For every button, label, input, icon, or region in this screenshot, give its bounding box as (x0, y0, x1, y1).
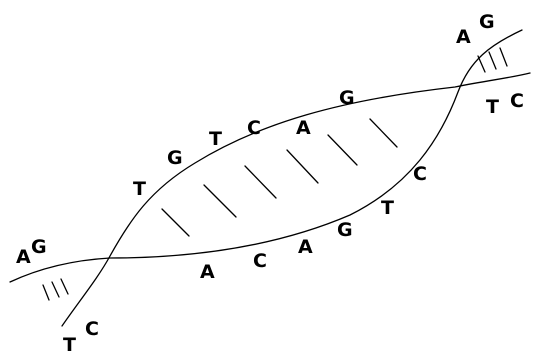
base-label: G (31, 236, 47, 258)
base-pair-rung (245, 166, 276, 198)
base-label: C (510, 90, 524, 112)
base-pair-rung (162, 209, 189, 236)
base-pair-rung (204, 185, 236, 217)
base-label: C (247, 117, 261, 139)
base-pair-rung (500, 48, 507, 66)
base-label: G (337, 219, 353, 241)
base-label: C (85, 318, 99, 340)
base-label: C (253, 250, 267, 272)
base-label: A (16, 246, 31, 268)
base-label: T (63, 334, 76, 356)
base-label: G (479, 11, 495, 33)
base-label: T (133, 178, 146, 200)
base-label: A (456, 26, 471, 48)
base-pair-rung (61, 279, 68, 294)
strand-b (10, 30, 522, 282)
base-label: A (298, 236, 313, 258)
base-label: G (167, 147, 183, 169)
base-label: T (209, 128, 222, 150)
base-label: C (413, 163, 427, 185)
base-label: T (381, 197, 394, 219)
base-label: T (486, 96, 499, 118)
base-pair-rung (43, 285, 49, 300)
base-pair-rung (489, 52, 496, 69)
base-pair-rung (328, 135, 357, 165)
base-label: A (296, 117, 311, 139)
base-pair-rung (52, 282, 59, 297)
base-label: G (339, 87, 355, 109)
base-pair-rung (287, 150, 318, 183)
base-label: A (200, 261, 215, 283)
base-pair-rung (478, 56, 485, 72)
base-pair-rung (370, 119, 397, 147)
